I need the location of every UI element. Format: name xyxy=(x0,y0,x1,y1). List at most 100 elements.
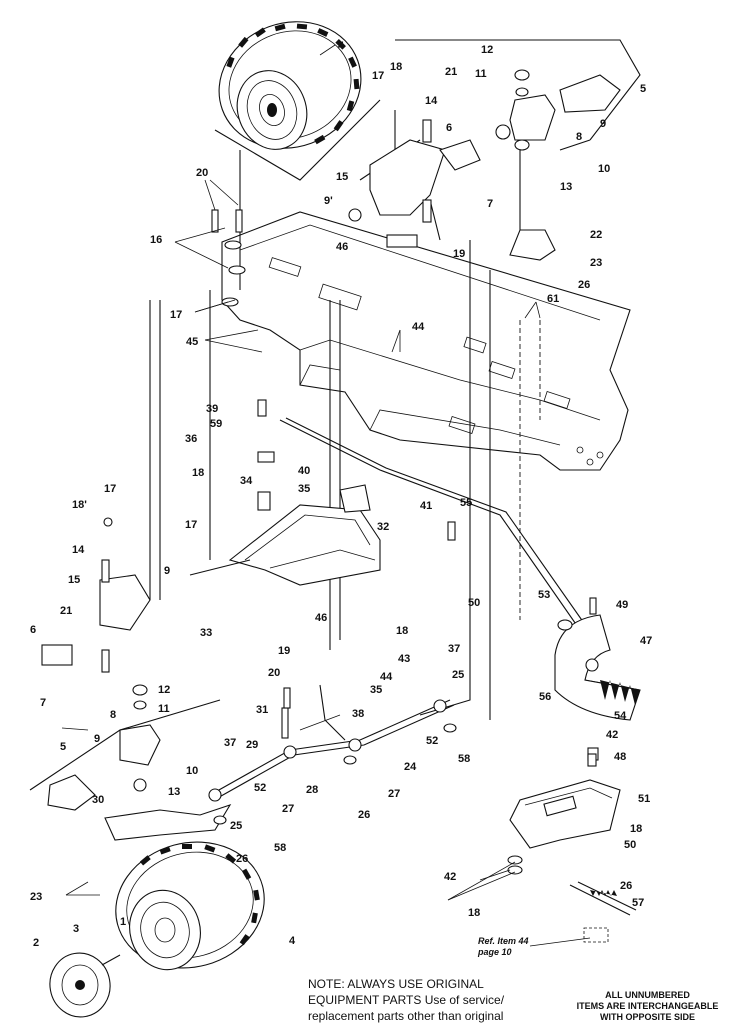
part-label: 14 xyxy=(425,95,438,107)
part-label: 32 xyxy=(377,521,389,533)
part-label: 5 xyxy=(60,741,66,753)
side-note-line: WITH OPPOSITE SIDE xyxy=(599,1012,695,1022)
part-label: 45 xyxy=(186,336,198,348)
part-label: 44 xyxy=(380,671,393,683)
axle-bracket xyxy=(189,451,381,586)
part-label: 52 xyxy=(254,782,266,794)
part-label: 61 xyxy=(547,293,559,305)
part-label: 15 xyxy=(68,574,80,586)
part-label: 25 xyxy=(230,820,242,832)
part-label: 43 xyxy=(398,653,410,665)
part-label: 46 xyxy=(336,241,348,253)
part-label: 56 xyxy=(539,691,551,703)
part-label: 54 xyxy=(614,710,627,722)
part-label: 9 xyxy=(600,118,606,130)
part-label: 12 xyxy=(158,684,170,696)
part-label: 19 xyxy=(453,248,465,260)
part-label: 9 xyxy=(94,733,100,745)
part-label: 11 xyxy=(158,703,170,715)
part-label: 51 xyxy=(638,793,650,805)
note-line: replacement parts other than original xyxy=(308,1009,504,1023)
part-label: 26 xyxy=(236,853,248,865)
part-label: 17 xyxy=(104,483,116,495)
part-label: 46 xyxy=(315,612,327,624)
main-frame xyxy=(221,211,631,471)
ref-line: Ref. Item 44 xyxy=(478,936,529,946)
part-label: 4 xyxy=(289,935,296,947)
part-label: 50 xyxy=(468,597,480,609)
top-wheel xyxy=(214,21,381,181)
part-label: 59 xyxy=(210,418,222,430)
part-label: 13 xyxy=(560,181,572,193)
part-label: 18 xyxy=(390,61,402,73)
linkage-lines xyxy=(149,39,641,720)
part-label: 39 xyxy=(206,403,218,415)
hardware xyxy=(103,209,597,875)
part-label: 12 xyxy=(481,44,493,56)
part-label: 27 xyxy=(282,803,294,815)
part-label: 26 xyxy=(620,880,632,892)
part-label: 2 xyxy=(33,937,39,949)
reference-note: Ref. Item 44 page 10 xyxy=(478,936,568,958)
part-label: 38 xyxy=(352,708,364,720)
part-label: 50 xyxy=(624,839,636,851)
part-label: 17 xyxy=(170,309,182,321)
leader-lines xyxy=(61,44,591,947)
part-label: 13 xyxy=(168,786,180,798)
part-label: 8 xyxy=(576,131,582,143)
part-label: 42 xyxy=(444,871,456,883)
part-label: 26 xyxy=(578,279,590,291)
part-label: 23 xyxy=(30,891,42,903)
part-label: 36 xyxy=(185,433,197,445)
part-label: 37 xyxy=(224,737,236,749)
part-label: 14 xyxy=(72,544,85,556)
part-label: 37 xyxy=(448,643,460,655)
part-label: 23 xyxy=(590,257,602,269)
bottom-wheel xyxy=(49,841,265,1018)
part-label: 25 xyxy=(452,669,464,681)
part-label: 47 xyxy=(640,635,652,647)
part-label: 24 xyxy=(404,761,417,773)
part-label: 41 xyxy=(420,500,432,512)
note-line: EQUIPMENT PARTS Use of service/ xyxy=(308,993,505,1007)
part-label: 18 xyxy=(468,907,480,919)
part-label: 5 xyxy=(640,83,646,95)
part-label: 29 xyxy=(246,739,258,751)
part-label: 44 xyxy=(412,321,425,333)
part-label: 4 xyxy=(338,40,345,52)
part-label: 58 xyxy=(458,753,470,765)
part-label: 15 xyxy=(336,171,348,183)
part-label: 7 xyxy=(487,198,493,210)
side-note-line: ALL UNNUMBERED xyxy=(605,990,690,1000)
part-label: 17 xyxy=(372,70,384,82)
part-label: 49 xyxy=(616,599,628,611)
part-label: 10 xyxy=(186,765,198,777)
part-label: 18 xyxy=(192,467,204,479)
part-label: 9' xyxy=(324,195,333,207)
part-label: 35 xyxy=(370,684,382,696)
upper-knuckle-assembly xyxy=(348,69,621,261)
part-label: 57 xyxy=(632,897,644,909)
part-label: 22 xyxy=(590,229,602,241)
part-label: 18 xyxy=(396,625,408,637)
part-label: 18 xyxy=(630,823,642,835)
part-label: 6 xyxy=(446,122,452,134)
note-line: NOTE: ALWAYS USE ORIGINAL xyxy=(308,977,484,991)
part-label: 48 xyxy=(614,751,626,763)
lower-knuckle-assembly xyxy=(29,559,232,841)
part-label: 31 xyxy=(256,704,268,716)
part-label: 55 xyxy=(460,497,472,509)
part-label: 1 xyxy=(120,916,126,928)
part-label: 35 xyxy=(298,483,310,495)
part-label: 30 xyxy=(92,794,104,806)
part-label: 20 xyxy=(268,667,280,679)
part-label: 17 xyxy=(185,519,197,531)
sector-gear xyxy=(554,614,641,721)
part-label: 33 xyxy=(200,627,212,639)
warning-note: NOTE: ALWAYS USE ORIGINAL EQUIPMENT PART… xyxy=(308,976,548,1024)
part-label: 58 xyxy=(274,842,286,854)
part-label: 8 xyxy=(110,709,116,721)
part-label: 10 xyxy=(598,163,610,175)
part-label: 9 xyxy=(164,565,170,577)
